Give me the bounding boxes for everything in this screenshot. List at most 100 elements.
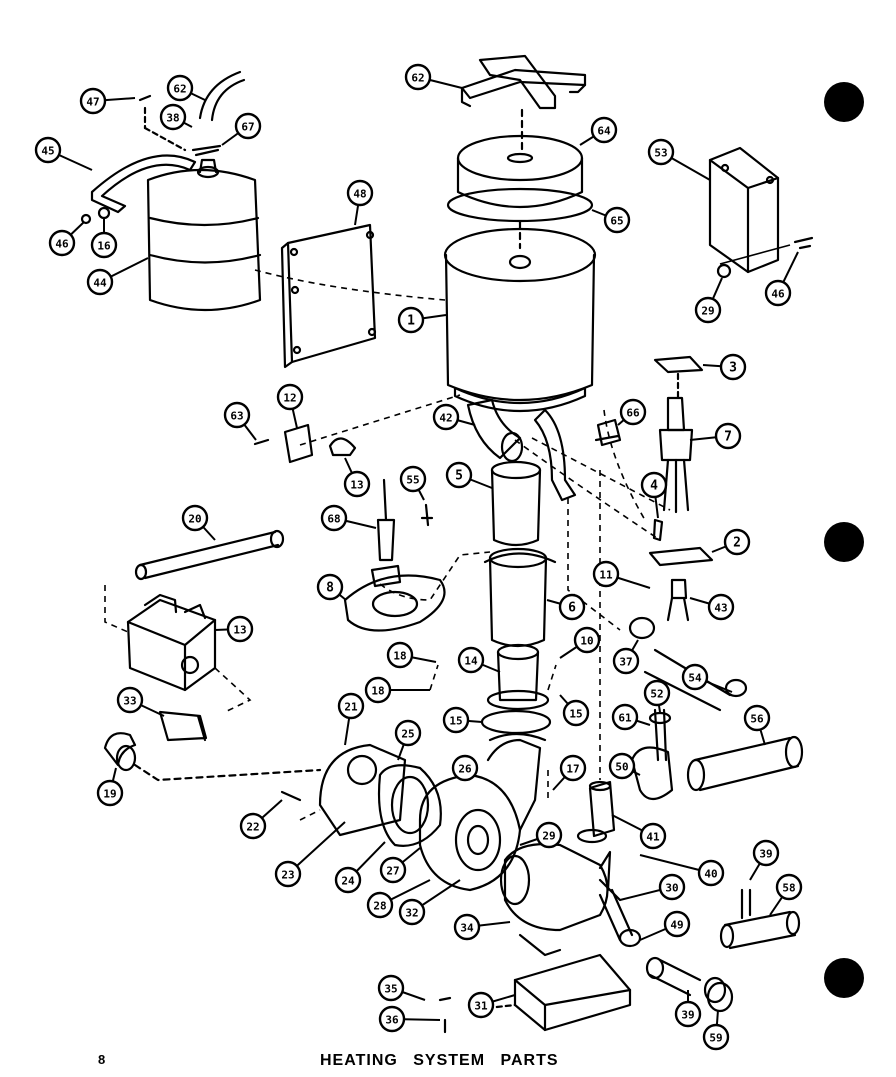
callout-number: 54 — [688, 672, 702, 685]
callout-42: 42 — [432, 403, 476, 431]
callout-circle — [764, 279, 792, 307]
callout-16: 16 — [90, 218, 118, 259]
callout-number: 13 — [233, 624, 246, 637]
callout-circle — [445, 461, 473, 489]
drain-pipe-part — [598, 888, 634, 942]
callout-circle — [379, 856, 407, 884]
binder-hole-bottom — [824, 958, 864, 998]
tank-strap-part — [90, 154, 197, 214]
callout-34: 34 — [453, 913, 511, 941]
callout-5: 5 — [445, 461, 493, 489]
igniter-part — [658, 396, 694, 514]
callout-15: 15 — [442, 706, 483, 734]
callout-circle — [79, 87, 107, 115]
callout-circle — [34, 136, 62, 164]
callout-22: 22 — [239, 799, 283, 840]
callout-21: 21 — [337, 692, 365, 746]
callout-circle — [451, 754, 479, 782]
callout-27: 27 — [379, 847, 421, 884]
callout-number: 16 — [97, 240, 111, 253]
callout-circle — [432, 403, 460, 431]
callout-45: 45 — [34, 136, 93, 171]
callout-circle — [681, 663, 709, 691]
callout-circle — [320, 504, 348, 532]
callout-number: 27 — [386, 865, 399, 878]
callout-number: 61 — [618, 712, 632, 725]
lid-gasket-part — [446, 187, 594, 223]
callout-circle — [116, 686, 144, 714]
callout-15: 15 — [559, 694, 590, 727]
clip-part — [328, 437, 357, 457]
callout-10: 10 — [559, 626, 601, 659]
callout-number: 37 — [619, 656, 632, 669]
callout-number: 50 — [615, 761, 628, 774]
callout-7: 7 — [689, 422, 742, 450]
callout-43: 43 — [689, 593, 735, 621]
callout-circle — [334, 866, 362, 894]
callout-36: 36 — [378, 1005, 441, 1033]
callout-32: 32 — [398, 879, 461, 926]
callout-38: 38 — [159, 103, 193, 131]
callout-number: 5 — [455, 469, 463, 484]
callout-circle — [457, 646, 485, 674]
callout-17: 17 — [552, 754, 587, 791]
callout-37: 37 — [612, 639, 640, 675]
callout-number: 68 — [327, 513, 340, 526]
callout-39: 39 — [674, 990, 702, 1028]
callout-number: 44 — [93, 277, 107, 290]
callout-12: 12 — [276, 383, 304, 429]
callout-circle — [707, 593, 735, 621]
water-tank-part — [146, 158, 262, 312]
callout-circle — [775, 873, 803, 901]
callout-circle — [399, 465, 427, 493]
callout-41: 41 — [611, 814, 667, 850]
callout-30: 30 — [619, 873, 686, 901]
callout-circle — [694, 296, 722, 324]
callout-14: 14 — [457, 646, 501, 674]
callout-number: 47 — [86, 96, 99, 109]
callout-circle — [612, 647, 640, 675]
callout-number: 39 — [759, 848, 772, 861]
callout-circle — [398, 898, 426, 926]
outlet-elbow-part — [466, 398, 522, 460]
mounting-gasket-part — [343, 574, 446, 632]
valve-fitting-part — [158, 710, 208, 742]
callout-circle — [714, 422, 742, 450]
igniter-plate-part — [648, 546, 714, 567]
callout-49: 49 — [639, 910, 691, 941]
callout-2: 2 — [711, 528, 751, 556]
callout-18: 18 — [364, 676, 430, 704]
callout-circle — [558, 593, 586, 621]
callout-47: 47 — [79, 87, 136, 115]
binder-hole-top — [824, 82, 864, 122]
callout-63: 63 — [223, 401, 257, 441]
callout-20: 20 — [181, 504, 216, 541]
callout-circle — [453, 913, 481, 941]
callout-circle — [226, 615, 254, 643]
callout-46: 46 — [764, 251, 799, 307]
callout-circle — [394, 719, 422, 747]
callout-circle — [562, 699, 590, 727]
callout-number: 59 — [709, 1032, 722, 1045]
small-gasket-part — [653, 355, 704, 374]
callout-number: 58 — [782, 882, 795, 895]
callout-29: 29 — [519, 821, 563, 849]
callout-number: 38 — [166, 112, 179, 125]
callout-number: 7 — [724, 430, 732, 445]
callout-number: 4 — [650, 479, 658, 494]
callout-23: 23 — [274, 821, 346, 888]
callout-number: 25 — [401, 728, 414, 741]
callout-circle — [603, 206, 631, 234]
callout-number: 8 — [326, 581, 334, 596]
callout-68: 68 — [320, 504, 377, 532]
callout-number: 23 — [281, 869, 294, 882]
callout-number: 63 — [230, 410, 243, 423]
callout-number: 39 — [681, 1009, 694, 1022]
callout-number: 17 — [566, 763, 579, 776]
callout-66: 66 — [617, 398, 647, 426]
callout-55: 55 — [399, 465, 427, 501]
callout-circle — [663, 910, 691, 938]
callout-circle — [697, 859, 725, 887]
callout-number: 45 — [41, 145, 54, 158]
